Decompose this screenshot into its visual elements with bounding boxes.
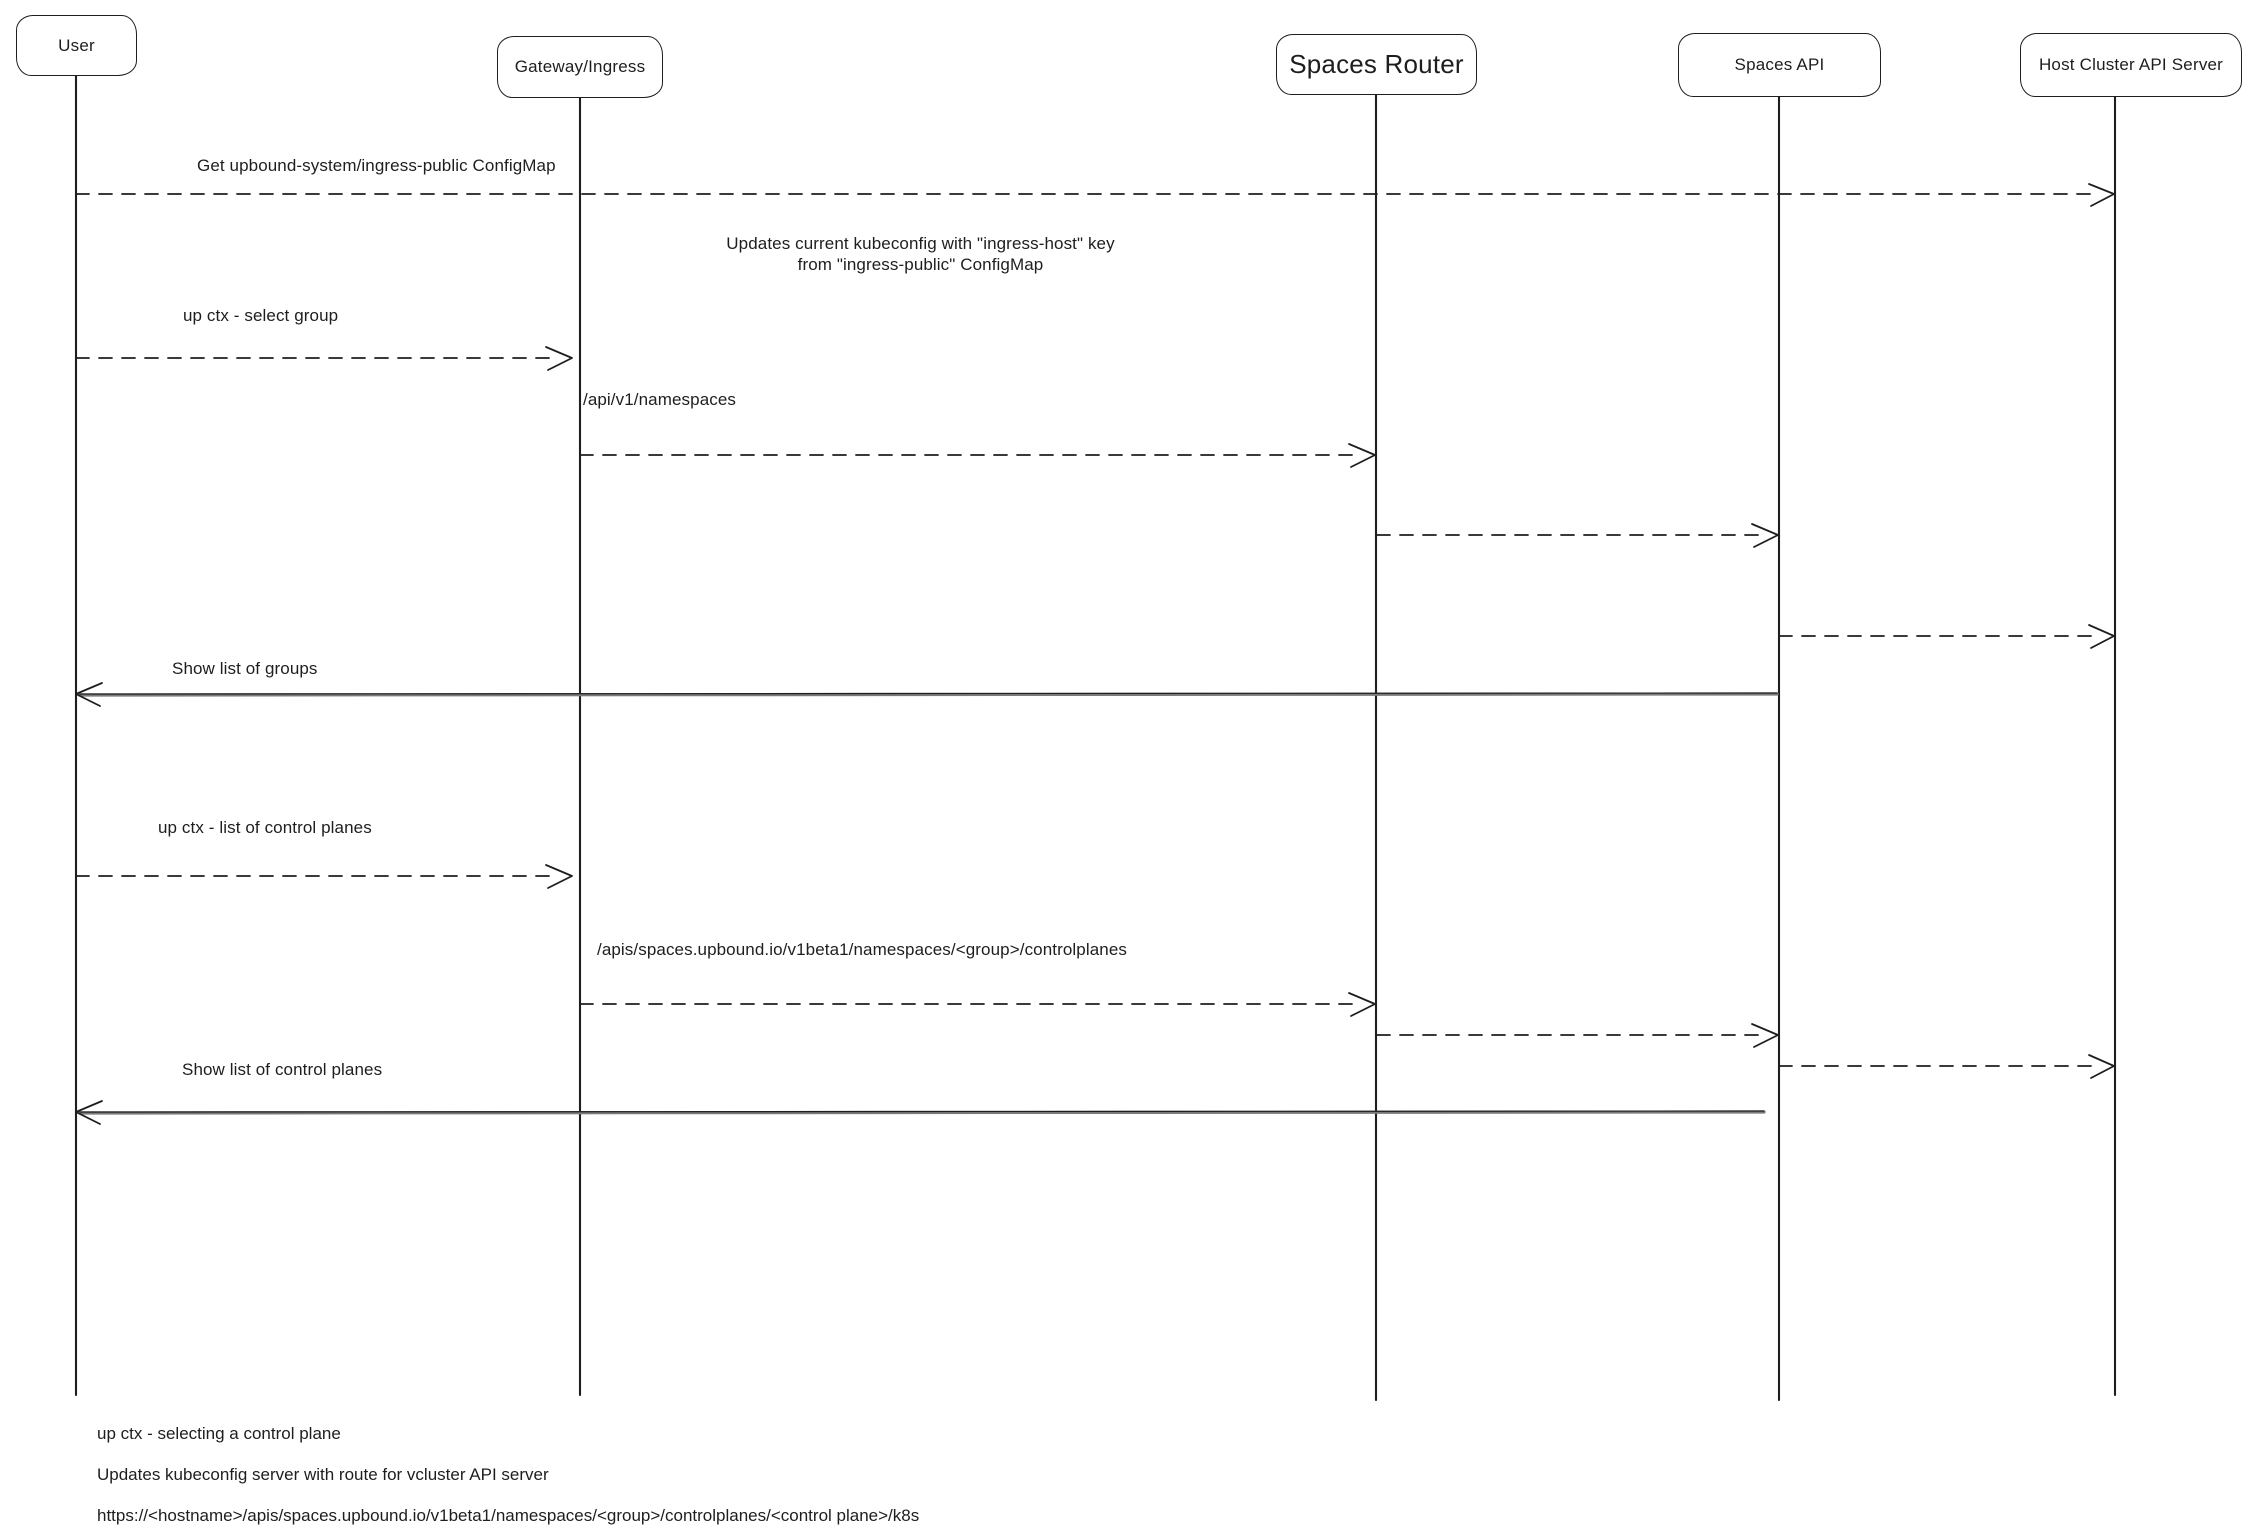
participant-gateway-ingress-label: Gateway/Ingress <box>514 57 646 76</box>
return-show-control-planes-underlay <box>78 1110 1766 1115</box>
message-namespaces-path-label: /api/v1/namespaces <box>583 390 736 409</box>
participant-spaces-api-label: Spaces API <box>1734 55 1825 74</box>
message-get-configmap-label: Get upbound-system/ingress-public Config… <box>197 156 556 175</box>
message-show-groups-label: Show list of groups <box>172 659 318 678</box>
arrowhead-router-to-api-2 <box>1751 1023 1779 1048</box>
arrowhead-select-group <box>545 346 573 371</box>
participant-user-label: User <box>58 35 95 55</box>
message-list-control-planes-label: up ctx - list of control planes <box>158 818 372 837</box>
message-select-group-label: up ctx - select group <box>183 306 339 325</box>
arrowhead-get-configmap <box>2088 183 2115 207</box>
arrowhead-controlplanes-path <box>1348 992 1376 1017</box>
participant-host-cluster-api-server: Host Cluster API Server <box>2020 33 2242 97</box>
message-show-control-planes-label: Show list of control planes <box>182 1060 383 1079</box>
return-show-groups <box>79 692 1778 695</box>
participant-user: User <box>16 15 137 76</box>
arrowhead-api-to-host-2 <box>2088 1054 2115 1079</box>
note-updates-kubeconfig-line2: from "ingress-public" ConfigMap <box>797 255 1044 274</box>
participant-host-cluster-api-server-label: Host Cluster API Server <box>2038 55 2224 74</box>
footer-note-selecting-control-plane: up ctx - selecting a control plane <box>97 1424 341 1443</box>
participant-gateway-ingress: Gateway/Ingress <box>497 36 663 98</box>
arrowhead-api-to-host-1 <box>2088 624 2115 649</box>
footer-note-updates-kubeconfig-server: Updates kubeconfig server with route for… <box>97 1465 549 1484</box>
arrowhead-router-to-api-1 <box>1751 523 1779 548</box>
note-updates-kubeconfig: Updates current kubeconfig with "ingress… <box>713 233 1128 275</box>
arrowhead-namespaces <box>1348 443 1376 468</box>
footer-note-vcluster-url: https://<hostname>/apis/spaces.upbound.i… <box>97 1506 920 1525</box>
message-controlplanes-path-label: /apis/spaces.upbound.io/v1beta1/namespac… <box>597 940 1127 959</box>
note-updates-kubeconfig-line1: Updates current kubeconfig with "ingress… <box>726 234 1115 253</box>
return-show-groups-underlay <box>78 692 1779 697</box>
participant-spaces-router-label: Spaces Router <box>1289 49 1464 79</box>
arrowhead-list-control-planes <box>545 864 573 889</box>
arrowhead-show-control-planes <box>75 1100 103 1125</box>
return-show-control-planes <box>79 1110 1765 1113</box>
participant-spaces-api: Spaces API <box>1678 33 1881 97</box>
arrowhead-show-groups <box>75 682 103 707</box>
participant-spaces-router: Spaces Router <box>1276 34 1477 95</box>
